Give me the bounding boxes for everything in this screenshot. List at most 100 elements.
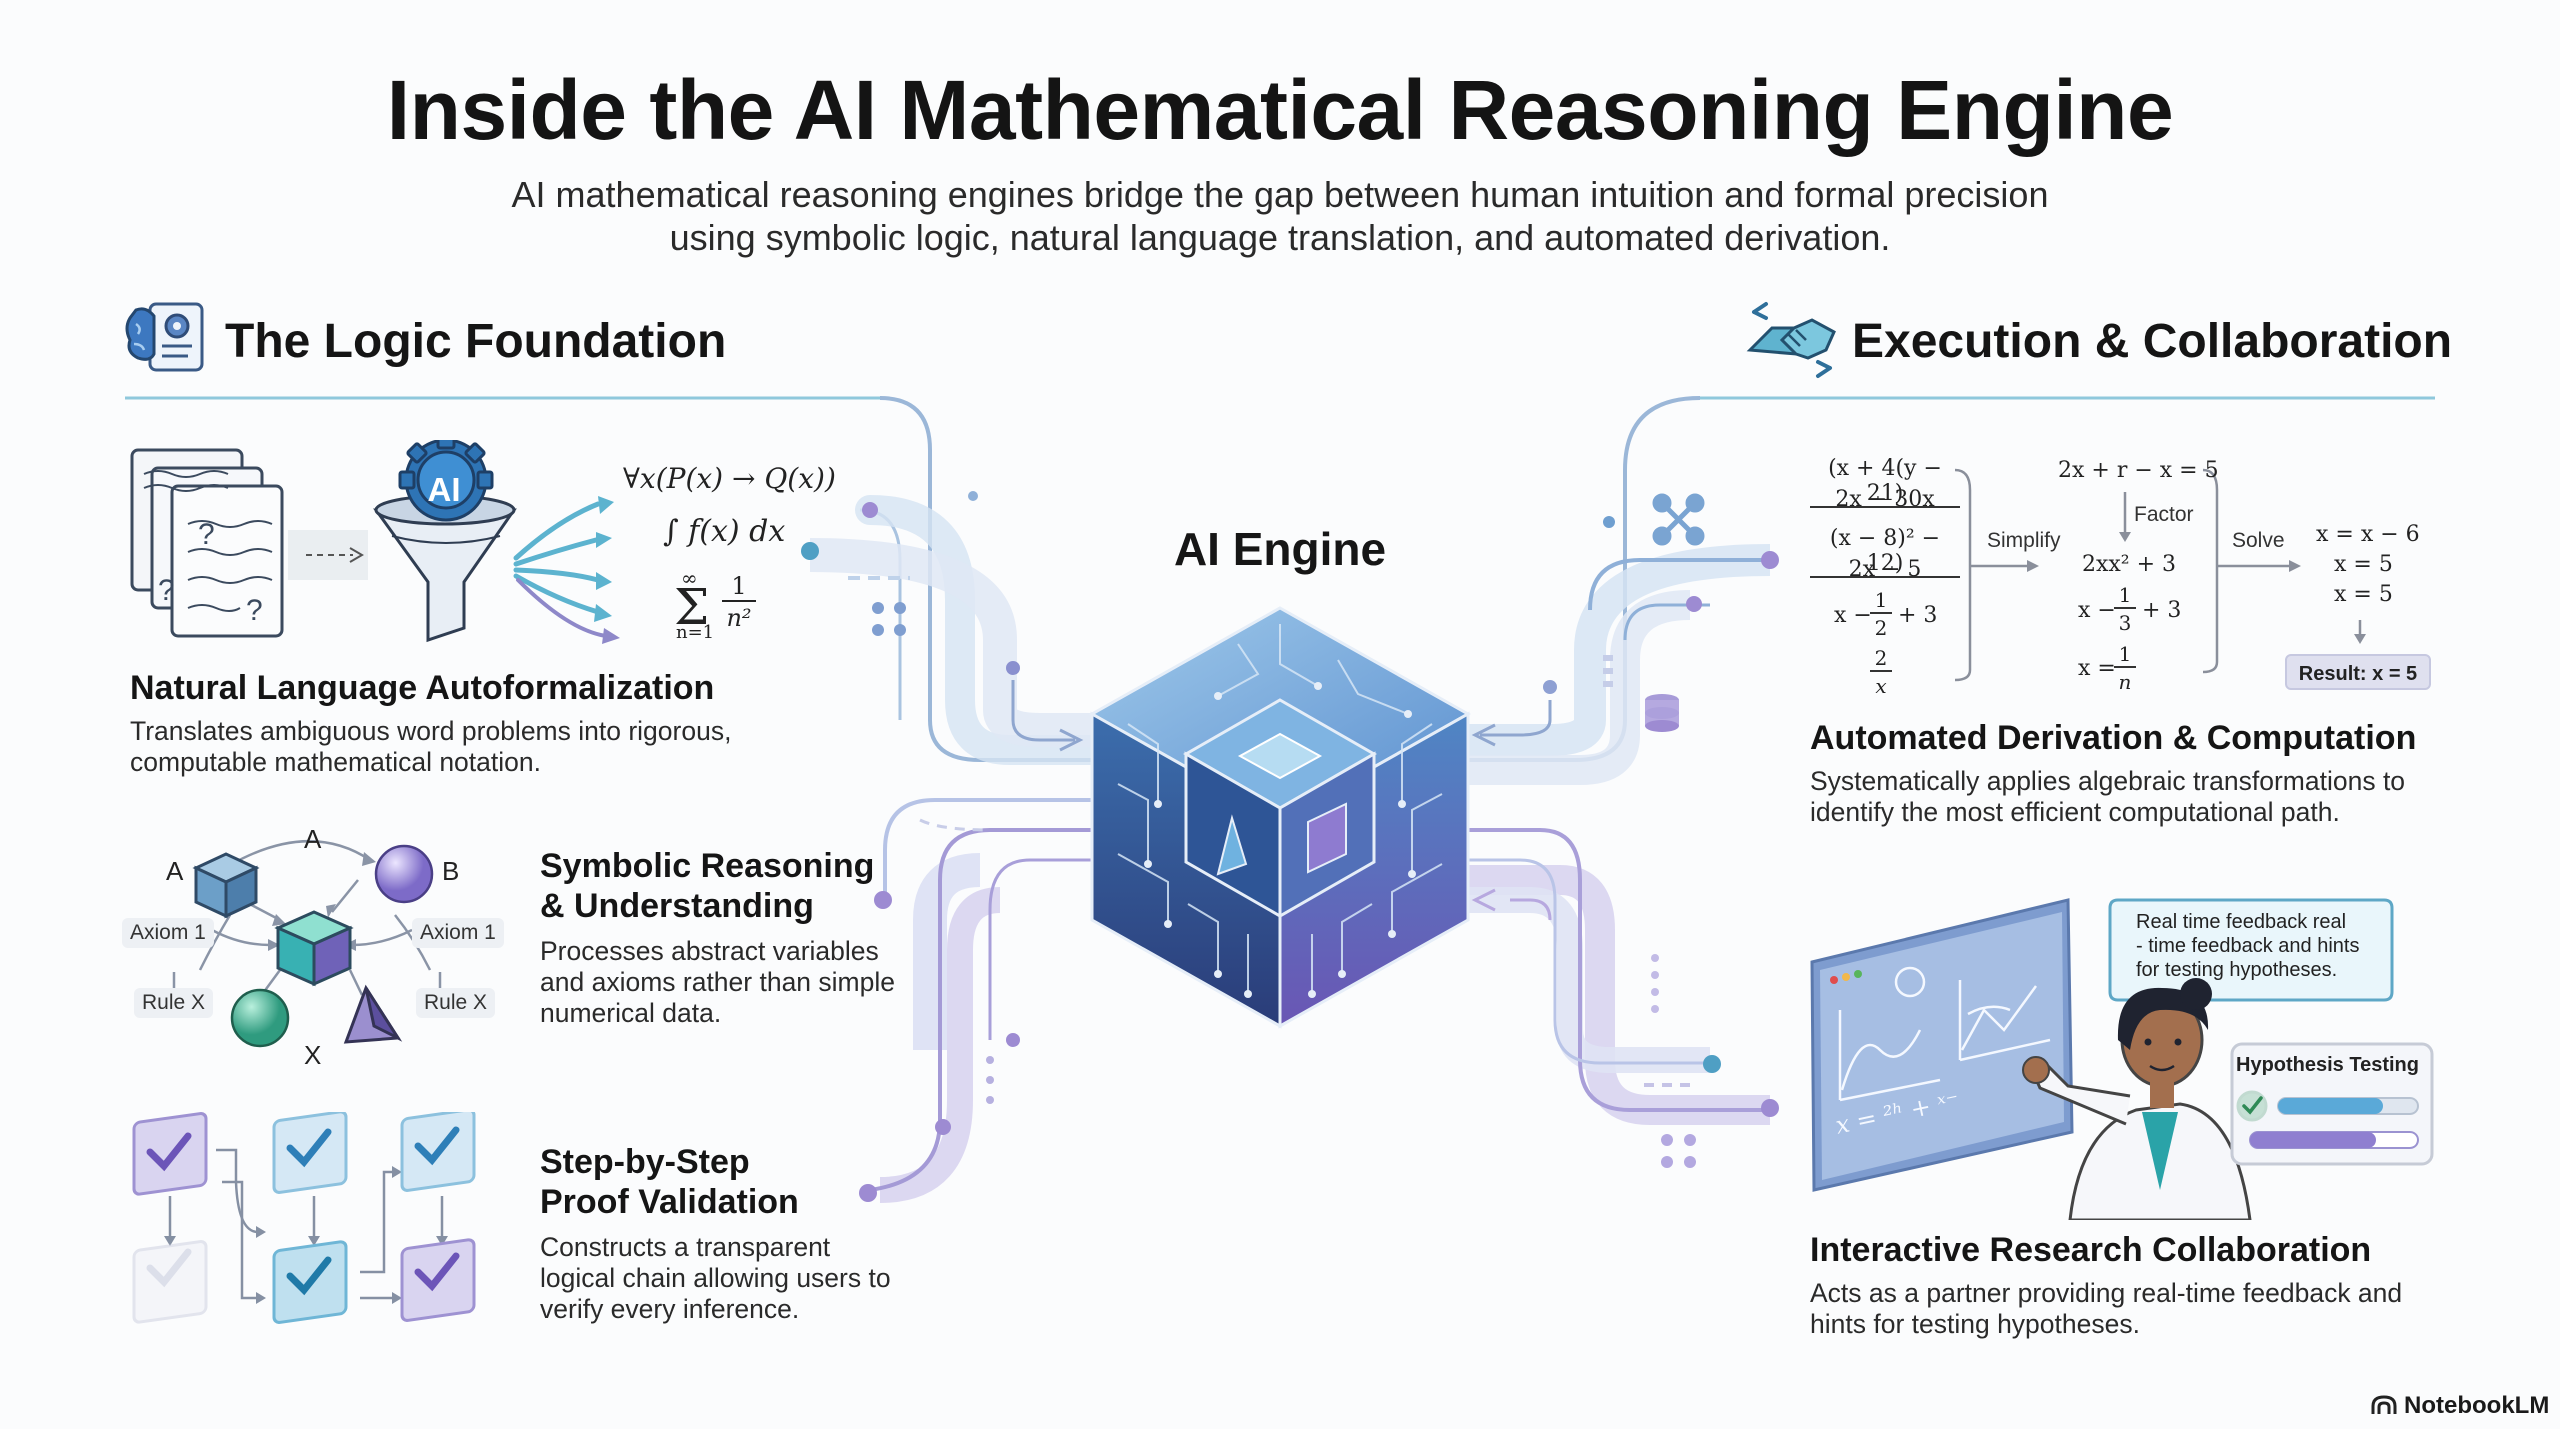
document-stack-icon: ? ? ?: [130, 448, 284, 638]
symbolic-desc-1: Processes abstract variables: [540, 936, 879, 966]
formula-sum-bottom: n=1: [676, 622, 715, 643]
symbolic-desc-3: numerical data.: [540, 998, 722, 1028]
simplify-label: Simplify: [1987, 529, 2061, 552]
proof-card-1: [132, 1112, 208, 1196]
network-node-icon: [1652, 493, 1705, 546]
svg-text:?: ?: [158, 574, 175, 607]
deriv-f3-den: 2: [1874, 616, 1888, 640]
svg-text:?: ?: [246, 594, 263, 627]
symbolic-heading-2: & Understanding: [540, 887, 814, 925]
section-title-execution-collaboration: Execution & Collaboration: [1852, 315, 2453, 368]
deriv-f4-num: 2: [1870, 646, 1892, 672]
deriv-r1: x = x − 6: [2316, 522, 2420, 547]
formula-forall: ∀x(P(x) → Q(x)): [623, 462, 836, 495]
section-title-logic-foundation: The Logic Foundation: [225, 315, 727, 368]
formula-sum-denominator: n²: [726, 604, 752, 632]
derivation-heading: Automated Derivation & Computation: [1810, 719, 2417, 757]
autoformalization-desc-2: computable mathematical notation.: [130, 747, 541, 777]
database-icon: [1645, 694, 1679, 732]
node-label-a-top: A: [304, 824, 322, 854]
formula-sum-symbol: Σ: [674, 578, 710, 636]
deriv-f1-num: (x + 4(y − 21): [1810, 456, 1960, 508]
collaboration-desc-1: Acts as a partner providing real-time fe…: [1810, 1278, 2403, 1308]
deriv-f1-den: 2x − 30x: [1835, 487, 1935, 512]
proof-card-3: [272, 1112, 348, 1194]
subtitle-line-2: using symbolic logic, natural language t…: [669, 217, 1891, 258]
node-label-x: X: [304, 1040, 322, 1070]
subtitle-line-1: AI mathematical reasoning engines bridge…: [511, 174, 2049, 215]
formula-integral: ∫ f(x) dx: [663, 514, 786, 549]
deriv-e4-num: 1: [2114, 642, 2136, 668]
rule-tag-left: Rule X: [134, 988, 214, 1018]
autoformalization-illustration: ? ? ?: [130, 440, 620, 644]
svg-text:?: ?: [198, 518, 215, 551]
funnel-ai-label: AI: [427, 471, 461, 508]
autoformalization-desc-1: Translates ambiguous word problems into …: [130, 716, 732, 746]
cube-node-a: [192, 852, 260, 919]
symbolic-heading-1: Symbolic Reasoning: [540, 847, 875, 885]
deriv-e3-pre: x −: [2078, 598, 2116, 623]
deriv-f3-pre: x −: [1834, 603, 1872, 628]
deriv-e3-den: 3: [2118, 611, 2132, 635]
proof-card-2: [132, 1240, 208, 1324]
proof-desc-1: Constructs a transparent: [540, 1232, 831, 1262]
symbolic-graph-illustration: [168, 839, 446, 1048]
derivation-desc-2: identify the most efficient computationa…: [1810, 797, 2340, 827]
progress-fill-secondary: [2250, 1132, 2376, 1148]
hypothesis-card-title: Hypothesis Testing: [2236, 1054, 2419, 1076]
deriv-e1: 2x + r − x = 5: [2058, 458, 2219, 483]
proof-card-6: [400, 1238, 476, 1322]
deriv-e2: 2xx² + 3: [2082, 552, 2177, 577]
deriv-e4-pre: x =: [2078, 656, 2116, 681]
autoformalization-heading: Natural Language Autoformalization: [130, 669, 715, 707]
formula-sum-numerator: 1: [722, 572, 756, 602]
deriv-f3-post: + 3: [1898, 603, 1938, 628]
node-label-a-left: A: [166, 856, 184, 886]
proof-chain-illustration: [132, 1112, 476, 1324]
engine-label: AI Engine: [1173, 523, 1387, 575]
cube-node-center: [274, 910, 354, 987]
deriv-r2: x = 5: [2334, 552, 2393, 577]
deriv-f4-den: x: [1875, 674, 1887, 698]
bubble-line-1: Real time feedback real: [2136, 911, 2347, 933]
notebooklm-logo-icon: [2371, 1395, 2397, 1414]
proof-desc-2: logical chain allowing users to: [540, 1263, 891, 1293]
collaboration-desc-2: hints for testing hypotheses.: [1810, 1309, 2140, 1339]
progress-fill: [2278, 1098, 2383, 1114]
circuit-cube-icon: [1088, 606, 1472, 1029]
deriv-f2-num: (x − 8)² − 12): [1810, 526, 1960, 578]
axiom-tag-left: Axiom 1: [122, 918, 214, 948]
node-label-b: B: [442, 856, 460, 886]
brand-label: NotebookLM: [2404, 1392, 2550, 1419]
symbolic-desc-2: and axioms rather than simple: [540, 967, 895, 997]
deriv-f2-den: 2x − 5: [1848, 557, 1922, 582]
brain-document-gear-icon: [125, 302, 204, 372]
deriv-f3-num: 1: [1870, 588, 1892, 614]
proof-card-5: [400, 1112, 476, 1192]
result-badge: Result: x = 5: [2285, 654, 2431, 690]
page-title: Inside the AI Mathematical Reasoning Eng…: [386, 63, 2174, 157]
proof-desc-3: verify every inference.: [540, 1294, 800, 1324]
solve-label: Solve: [2232, 529, 2285, 552]
ai-funnel-icon: [373, 440, 517, 643]
formula-sum-top: ∞: [681, 566, 698, 590]
bubble-line-3: for testing hypotheses.: [2136, 959, 2338, 981]
handshake-icon: [1746, 302, 1836, 378]
proof-heading-1: Step-by-Step: [540, 1143, 750, 1181]
chalkboard: [1810, 898, 2074, 1192]
collaboration-illustration: [1810, 898, 2434, 1220]
scientist-figure: [2022, 978, 2252, 1220]
derivation-desc-1: Systematically applies algebraic transfo…: [1810, 766, 2406, 796]
deriv-e3-num: 1: [2114, 583, 2136, 609]
bubble-line-2: - time feedback and hints: [2136, 935, 2360, 957]
rule-tag-right: Rule X: [416, 988, 496, 1018]
factor-label: Factor: [2134, 503, 2194, 526]
proof-heading-2: Proof Validation: [540, 1183, 799, 1221]
axiom-tag-right: Axiom 1: [412, 918, 504, 948]
derivation-flow-illustration: [1954, 468, 2366, 682]
deriv-e3-post: + 3: [2142, 598, 2182, 623]
collaboration-heading: Interactive Research Collaboration: [1810, 1231, 2372, 1269]
deriv-r3: x = 5: [2334, 582, 2393, 607]
deriv-e4-den: n: [2118, 670, 2132, 694]
